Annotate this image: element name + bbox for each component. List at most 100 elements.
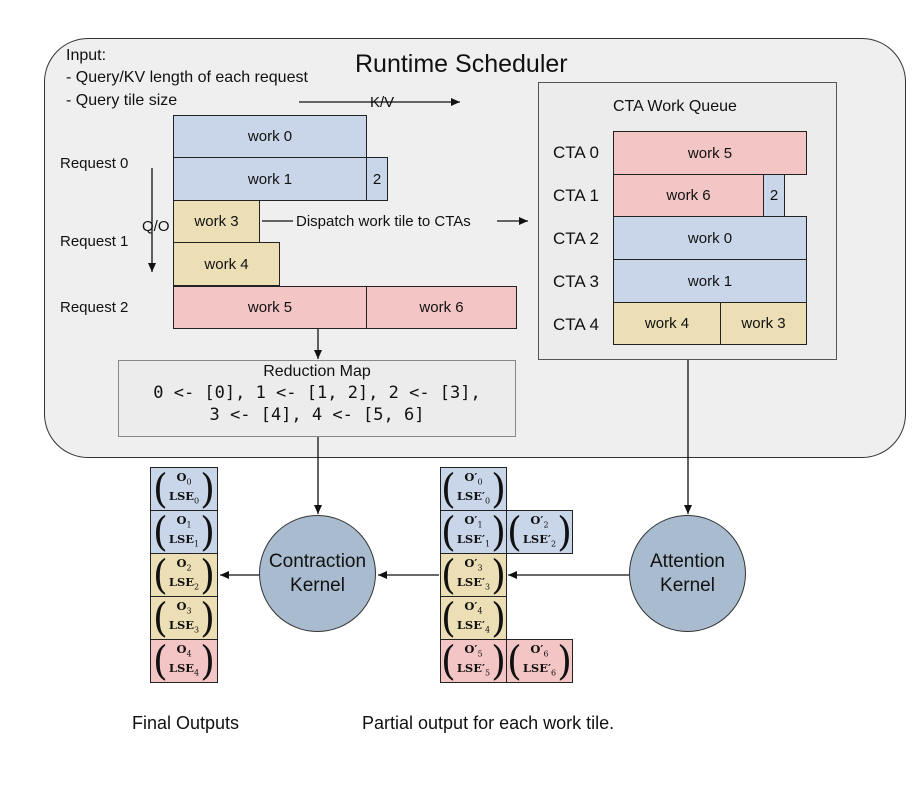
qo-label: Q/O — [142, 217, 170, 237]
output-index: 0 — [477, 477, 483, 486]
right-paren: ) — [491, 551, 506, 599]
right-paren: ) — [200, 465, 215, 513]
lse-value: LSE1 — [168, 532, 200, 549]
output-value: O′4 — [464, 598, 483, 615]
output-index: 6 — [543, 649, 549, 658]
right-paren: ) — [491, 465, 506, 513]
work-tile-4: work 4 — [173, 242, 280, 286]
lse-index: 6 — [551, 668, 557, 678]
output-index: 2 — [186, 563, 192, 572]
lse-value: LSE′3 — [456, 575, 491, 592]
queue-tile-work-4: work 4 — [613, 302, 721, 345]
attention-kernel-line-1: Attention — [650, 550, 725, 572]
request-1-label: Request 1 — [60, 233, 129, 250]
lse-index: 2 — [551, 539, 557, 549]
partial-outputs-caption: Partial output for each work tile. — [362, 713, 615, 733]
reduction-map-line-2: 3 <- [4], 4 <- [5, 6] — [209, 405, 425, 425]
cta-2-label: CTA 2 — [553, 229, 599, 248]
input-line-1: - Query/KV length of each request — [66, 69, 308, 86]
input-label: Input: — [66, 47, 107, 64]
right-paren: ) — [200, 637, 215, 685]
lse-index: 4 — [194, 668, 200, 678]
left-paren: ( — [441, 551, 456, 599]
work-tile-2: 2 — [366, 157, 388, 201]
queue-tile-work-5: work 5 — [613, 131, 807, 175]
output-value: O0 — [176, 469, 192, 486]
output-value: O′1 — [464, 512, 483, 529]
lse-value: LSE3 — [168, 618, 200, 635]
lse-value: LSE′1 — [456, 532, 491, 549]
work-tile-6: work 6 — [366, 286, 517, 329]
left-paren: ( — [441, 465, 456, 513]
dispatch-label: Dispatch work tile to CTAs — [296, 212, 471, 232]
queue-tile-work-6: work 6 — [613, 174, 764, 217]
output-value: O′3 — [464, 555, 483, 572]
right-paren: ) — [557, 637, 572, 685]
lse-index: 3 — [485, 582, 491, 592]
lse-value: LSE0 — [168, 489, 200, 506]
queue-tile-work-1: work 1 — [613, 259, 807, 303]
queue-tile-work-3: work 3 — [720, 302, 807, 345]
attention-kernel-line-2: Kernel — [660, 574, 715, 596]
kv-label: K/V — [369, 93, 396, 113]
left-paren: ( — [153, 594, 168, 642]
right-paren: ) — [491, 594, 506, 642]
request-2-label: Request 2 — [60, 299, 129, 316]
left-paren: ( — [153, 508, 168, 556]
lse-value: LSE′6 — [522, 661, 557, 678]
work-tile-1: work 1 — [173, 157, 367, 201]
lse-value: LSE′0 — [456, 489, 491, 506]
output-index: 3 — [186, 606, 192, 615]
left-paren: ( — [153, 465, 168, 513]
output-value: O′2 — [530, 512, 549, 529]
output-index: 1 — [186, 520, 192, 529]
cta-1-label: CTA 1 — [553, 186, 599, 205]
request-0-label: Request 0 — [60, 155, 129, 172]
work-tile-5: work 5 — [173, 286, 367, 329]
right-paren: ) — [491, 637, 506, 685]
output-index: 1 — [477, 520, 483, 529]
left-paren: ( — [441, 594, 456, 642]
cta-0-label: CTA 0 — [553, 143, 599, 162]
right-paren: ) — [491, 508, 506, 556]
left-paren: ( — [507, 637, 522, 685]
work-tile-3: work 3 — [173, 200, 260, 243]
contraction-kernel-line-2: Kernel — [290, 574, 345, 596]
output-value: O′6 — [530, 641, 549, 658]
output-index: 4 — [186, 649, 192, 658]
left-paren: ( — [507, 508, 522, 556]
output-index: 2 — [543, 520, 549, 529]
lse-index: 4 — [485, 625, 491, 635]
left-paren: ( — [441, 637, 456, 685]
right-paren: ) — [200, 551, 215, 599]
lse-index: 1 — [485, 539, 491, 549]
right-paren: ) — [200, 508, 215, 556]
right-paren: ) — [557, 508, 572, 556]
lse-value: LSE′2 — [522, 532, 557, 549]
lse-value: LSE′4 — [456, 618, 491, 635]
cta-3-label: CTA 3 — [553, 272, 599, 291]
work-tile-0: work 0 — [173, 115, 367, 158]
queue-title: CTA Work Queue — [613, 98, 737, 115]
reduction-map: Reduction Map 0 <- [0], 1 <- [1, 2], 2 <… — [118, 360, 516, 437]
right-paren: ) — [200, 594, 215, 642]
output-value: O2 — [176, 555, 192, 572]
scheduler-title: Runtime Scheduler — [355, 50, 568, 78]
